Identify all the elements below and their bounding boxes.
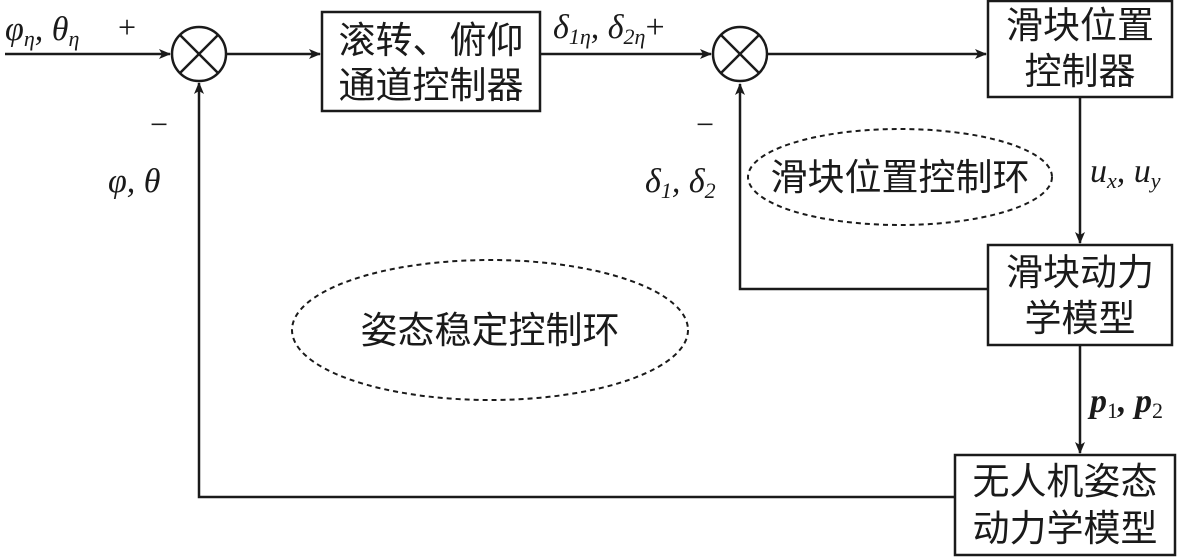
slider-ref-label: δ1η, δ2η+	[553, 9, 665, 49]
minus-sign: −	[696, 106, 714, 142]
summing-junction-inner	[711, 25, 769, 83]
uav-attitude-dynamics-block: 无人机姿态 动力学模型	[953, 453, 1177, 557]
plus-sign: +	[118, 9, 136, 45]
slider-position-controller-block: 滑块位置 控制器	[986, 0, 1174, 99]
block-label: 滑块位置	[1006, 4, 1154, 47]
slider-feedback-arrow	[735, 83, 988, 291]
position-signal-label: p1, p2	[1087, 383, 1163, 423]
summing-junction-outer	[170, 25, 228, 83]
attitude-controller-block: 滚转、俯仰 通道控制器	[320, 10, 542, 113]
block-label: 学模型	[1025, 297, 1136, 340]
control-signal-label: ux, uy	[1090, 153, 1161, 193]
block-label: 滚转、俯仰	[339, 19, 524, 62]
block-label: 控制器	[1025, 50, 1136, 93]
loop-label: 姿态稳定控制环	[361, 309, 620, 352]
slider-dynamics-block: 滑块动力 学模型	[986, 243, 1174, 347]
reference-signal-label: φη, θη	[5, 11, 79, 51]
loop-label: 滑块位置控制环	[771, 156, 1030, 199]
feedback-angle-label: φ, θ	[108, 163, 161, 200]
minus-sign: −	[150, 106, 168, 142]
outer-loop-annotation: 姿态稳定控制环	[291, 259, 689, 401]
block-label: 通道控制器	[339, 64, 524, 107]
block-label: 无人机姿态	[973, 460, 1158, 503]
inner-loop-annotation: 滑块位置控制环	[747, 128, 1053, 226]
attitude-feedback-arrow	[194, 82, 955, 499]
block-label: 滑块动力	[1006, 251, 1154, 294]
slider-feedback-label: δ1, δ2	[645, 163, 716, 203]
block-label: 动力学模型	[973, 507, 1158, 550]
